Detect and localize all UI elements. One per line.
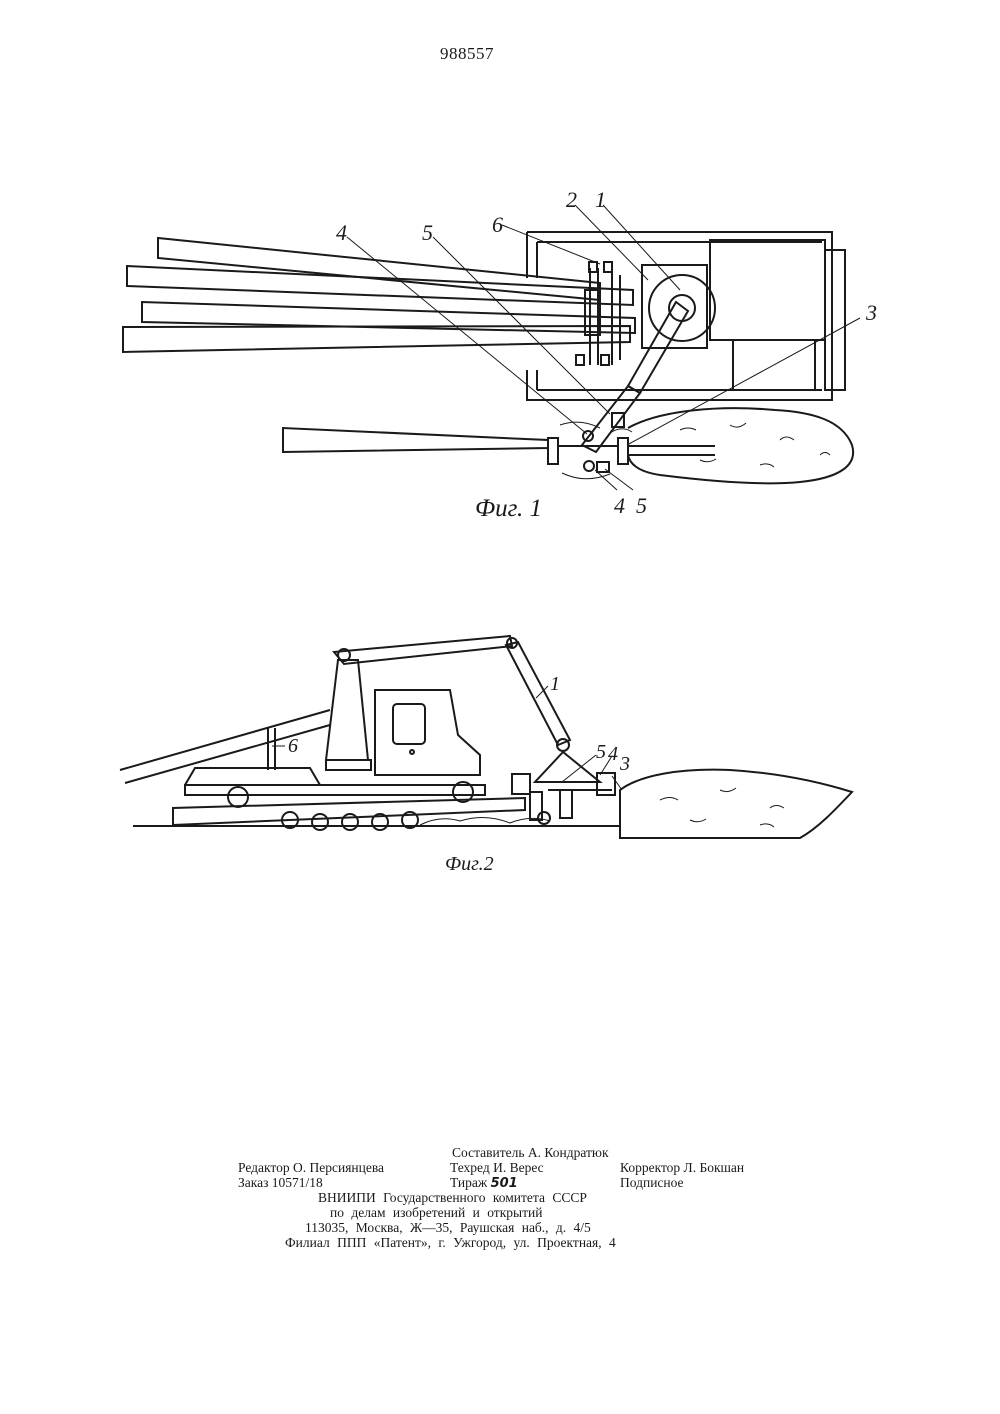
label-3: 3 (865, 300, 877, 325)
branch-line: Филиал ППП «Патент», г. Ужгород, ул. Про… (285, 1235, 616, 1250)
order-line: Заказ 10571/18 (238, 1175, 323, 1190)
log-bundle (123, 238, 635, 352)
editor-line: Редактор О. Персиянцева (238, 1160, 384, 1175)
subscription-line: Подписное (620, 1175, 684, 1190)
circulation-label: Тираж (450, 1175, 487, 1190)
figure-2-caption: Фиг.2 (445, 853, 494, 875)
label-1: 1 (550, 673, 560, 695)
label-6: 6 (492, 212, 503, 237)
label-6: 6 (288, 735, 298, 757)
figure-1-caption: Фиг. 1 (475, 495, 542, 522)
ground-line (133, 817, 620, 826)
crane-column (326, 649, 371, 770)
tracked-chassis (185, 768, 485, 830)
figure-1-drawing: 2 1 6 5 4 3 4 5 Фиг. 1 (0, 0, 1000, 540)
label-4-top: 4 (336, 220, 347, 245)
org-line-1: ВНИИПИ Государственного комитета СССР (318, 1190, 587, 1205)
engine-block (710, 240, 845, 390)
label-4: 4 (608, 743, 618, 765)
inclined-logs (120, 710, 525, 825)
label-5-bottom: 5 (636, 493, 647, 518)
cab (375, 690, 480, 775)
stanchion-side (268, 728, 275, 770)
label-5: 5 (596, 741, 606, 763)
stanchion-bunk (576, 262, 620, 365)
compiler-line: Составитель А. Кондратюк (452, 1145, 609, 1160)
org-line-2: по делам изобретений и открытий (330, 1205, 542, 1220)
label-1: 1 (595, 187, 606, 212)
label-5-top: 5 (422, 220, 433, 245)
crane-base (642, 265, 715, 348)
address-line: 113035, Москва, Ж—35, Раушская наб., д. … (305, 1220, 591, 1235)
slash-pile-side (620, 770, 852, 838)
label-3: 3 (619, 753, 630, 775)
label-2: 2 (566, 187, 577, 212)
techred-line: Техред И. Верес (450, 1160, 544, 1175)
corrector-line: Корректор Л. Бокшан (620, 1160, 744, 1175)
circulation-value: 501 (491, 1176, 518, 1191)
circulation-line: Тираж 501 (450, 1175, 518, 1191)
leader-lines-fig1 (347, 205, 860, 490)
figure-2-drawing: 6 1 5 4 3 Фиг.2 (0, 600, 1000, 890)
label-4-bottom: 4 (614, 493, 625, 518)
crane-boom-side (334, 636, 570, 751)
